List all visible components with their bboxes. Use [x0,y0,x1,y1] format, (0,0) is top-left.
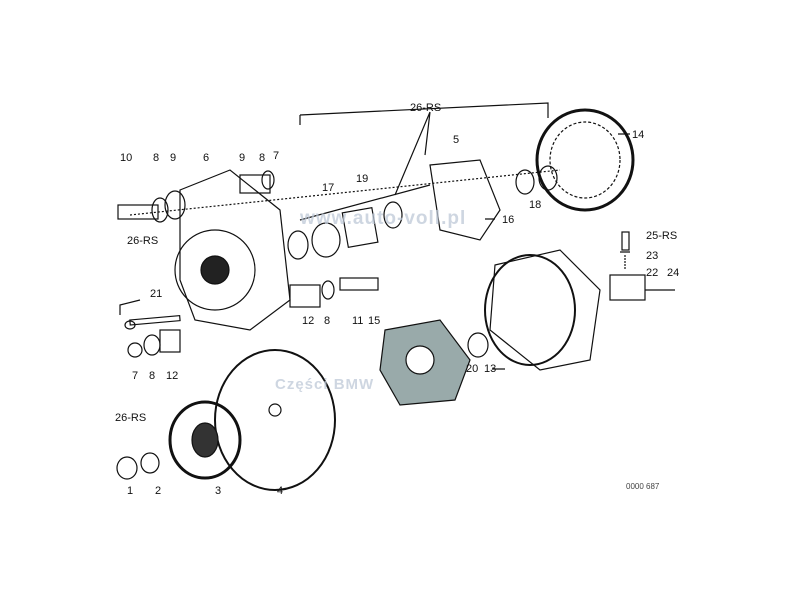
part-label: 15 [368,315,381,327]
part-label: 26-RS [115,412,147,424]
part-label: 8 [259,152,266,164]
part-label: 20 [466,363,479,375]
part-label: 8 [153,152,160,164]
part-label: 25-RS [646,230,678,242]
part-label: 24 [667,267,680,279]
part-label: 8 [324,315,331,327]
part-label: 21 [150,288,163,300]
axis-line [129,169,561,216]
part-label: 9 [170,152,177,164]
fan [214,349,336,491]
part-label: 9 [239,152,246,164]
pulley [168,400,242,480]
part-label: 12 [302,315,315,327]
leader-line [394,111,431,196]
part-label: 16 [502,214,515,226]
part-label: 22 [646,267,659,279]
part-label: 8 [149,370,156,382]
drive-end-housing [179,169,291,331]
watermark-url: www.auto-voll.pl [300,208,467,229]
stator [535,108,635,212]
part-label: 2 [155,485,162,497]
part-label: 26-RS [410,102,442,114]
part-label: 12 [166,370,179,382]
bolt-10 [117,204,159,220]
part-label: 10 [120,152,133,164]
watermark-brand: Części BMW [275,376,375,393]
part-label: 19 [356,173,369,185]
bracket-line [299,102,549,125]
part-label: 11 [352,315,364,327]
part-label: 1 [127,485,134,497]
part-label: 4 [277,485,284,497]
part-label: 26-RS [127,235,159,247]
part-label: 17 [322,182,335,194]
part-label: 3 [215,485,222,497]
part-label: 7 [132,370,139,382]
part-label: 7 [273,150,280,162]
part-label: 18 [529,199,542,211]
part-label: 6 [203,152,210,164]
regulator [609,274,646,301]
slip-ring-housing [489,249,601,371]
part-label: 23 [646,250,659,262]
drawing-code: 0000 687 [626,482,660,491]
part-label: 14 [632,129,645,141]
rotor [299,159,501,241]
part-label: 5 [453,134,460,146]
part-label: 13 [484,363,497,375]
